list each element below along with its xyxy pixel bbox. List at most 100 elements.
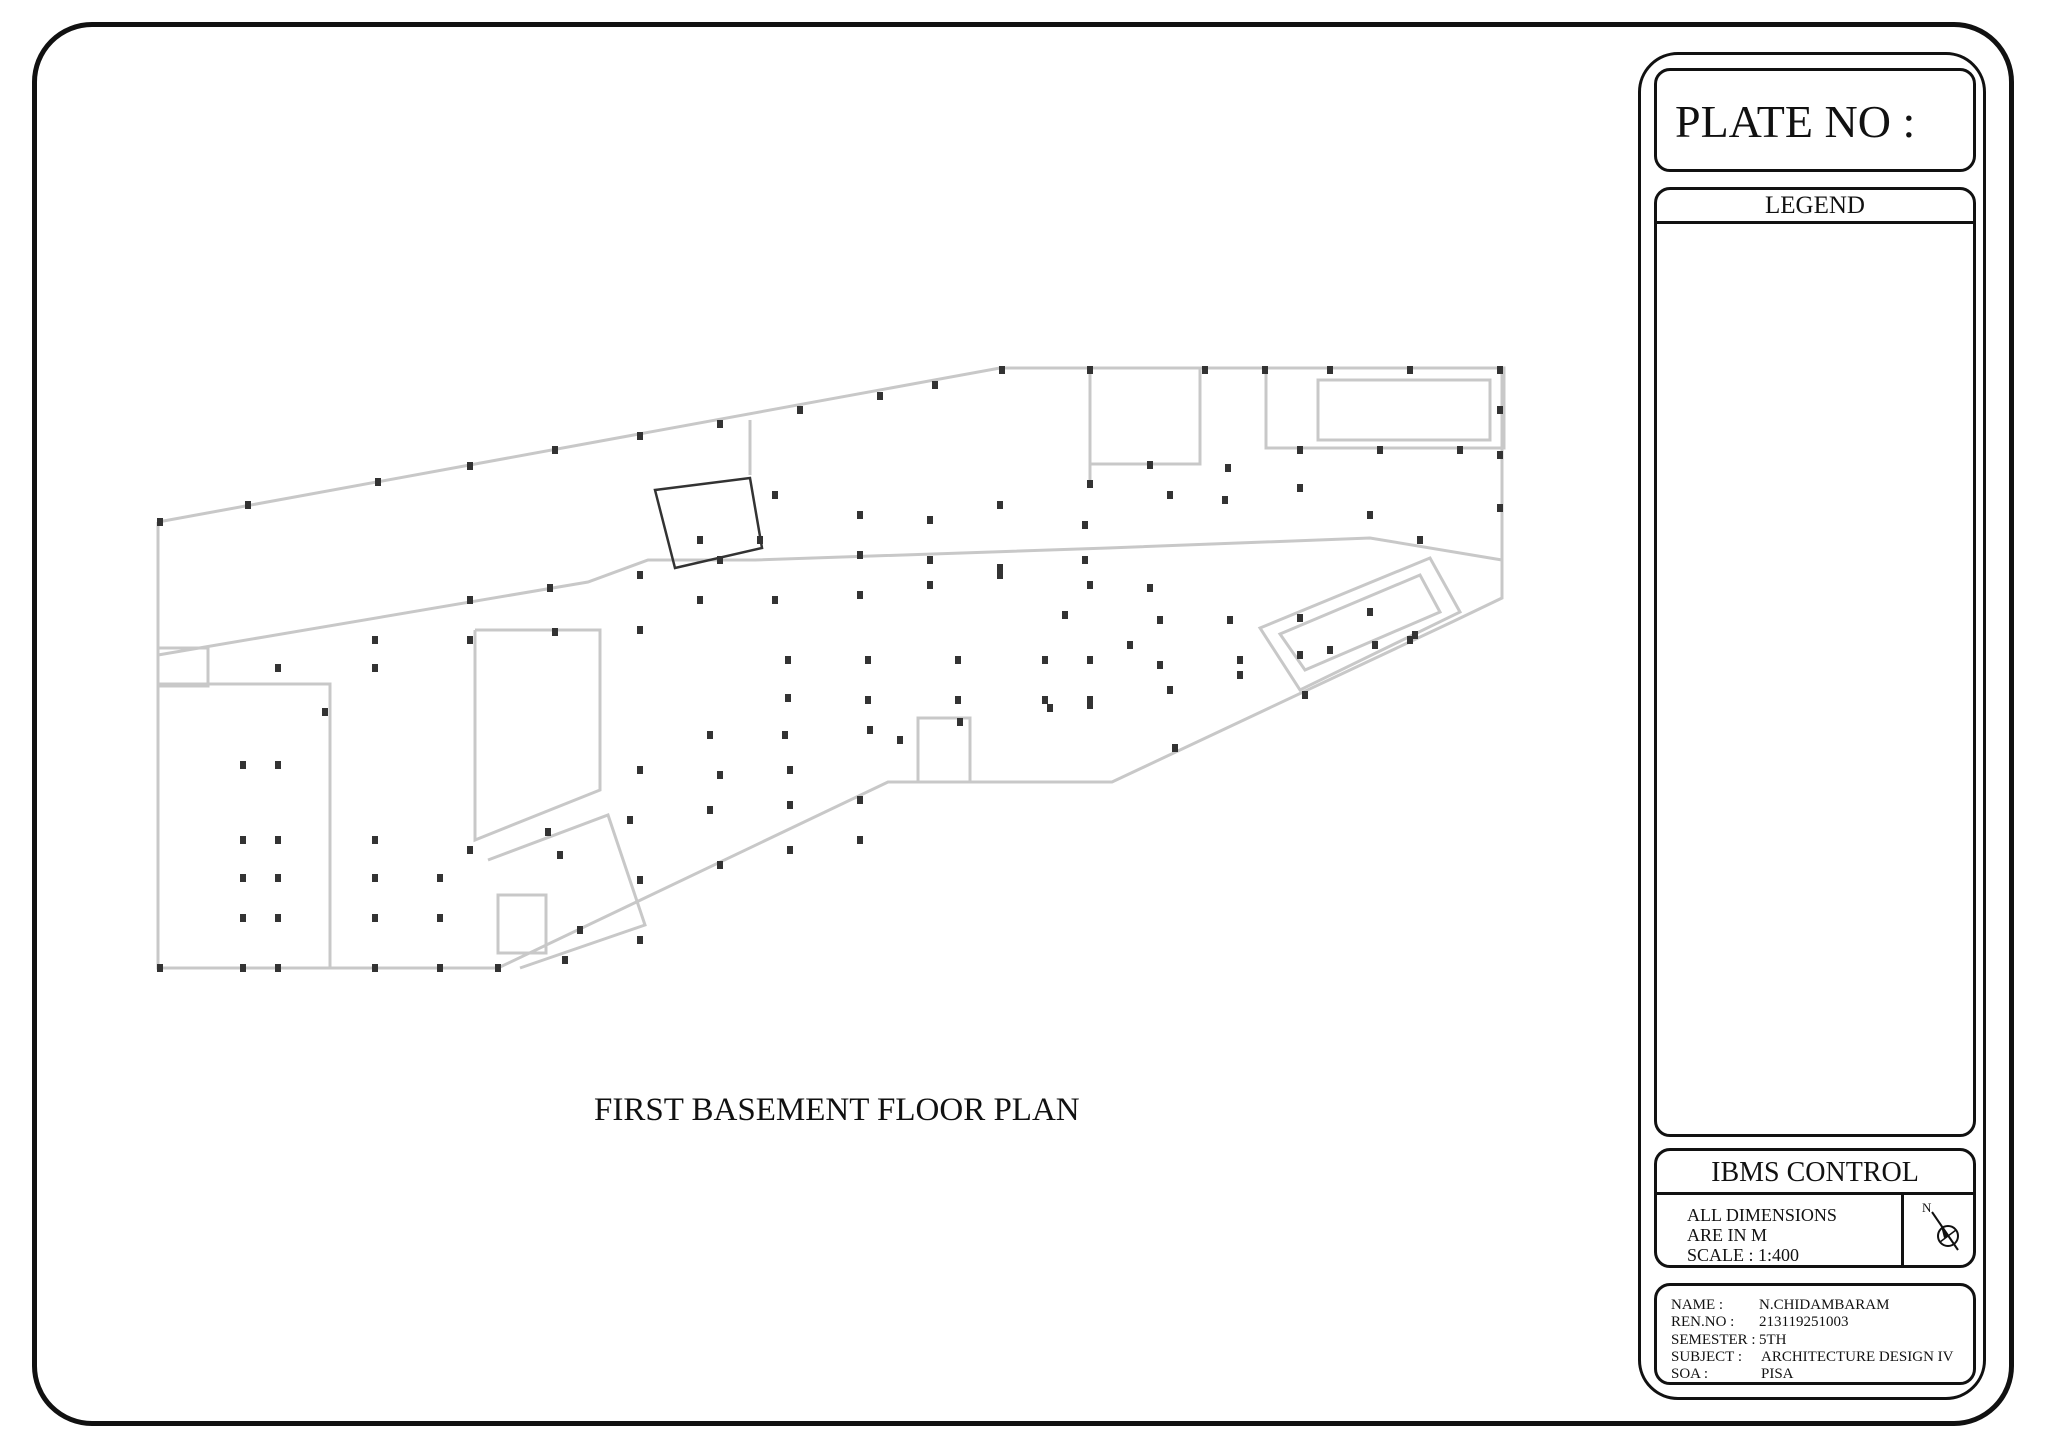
column-marker [1372, 641, 1378, 649]
outer-wall [156, 366, 1504, 970]
column-marker [437, 914, 443, 922]
column-marker [437, 964, 443, 972]
column-marker [240, 836, 246, 844]
north-arrow-cell: N [1901, 1192, 1973, 1268]
column-marker [1082, 556, 1088, 564]
column-marker [717, 771, 723, 779]
column-marker [1412, 631, 1418, 639]
student-info-box: NAME : N.CHIDAMBARAM REN.NO : 2131192510… [1654, 1283, 1976, 1385]
column-marker [857, 836, 863, 844]
name-value: N.CHIDAMBARAM [1759, 1297, 1890, 1313]
column-marker [757, 536, 763, 544]
column-marker [955, 696, 961, 704]
column-marker [1497, 406, 1503, 414]
column-marker [1297, 446, 1303, 454]
column-marker [240, 914, 246, 922]
column-marker [927, 556, 933, 564]
column-marker [857, 591, 863, 599]
column-marker [1297, 614, 1303, 622]
stair-east [1264, 366, 1506, 450]
ramp-east [1257, 556, 1463, 692]
column-marker [897, 736, 903, 744]
column-marker [1202, 366, 1208, 374]
column-marker [577, 926, 583, 934]
column-marker [1297, 484, 1303, 492]
plan-walls [156, 366, 1506, 970]
column-marker [707, 731, 713, 739]
column-marker [1167, 491, 1173, 499]
column-marker [372, 874, 378, 882]
column-marker [1087, 701, 1093, 709]
column-marker [1042, 656, 1048, 664]
column-marker [867, 726, 873, 734]
column-marker [787, 801, 793, 809]
column-marker [927, 581, 933, 589]
column-marker [717, 420, 723, 428]
ibms-heading: IBMS CONTROL [1657, 1151, 1973, 1195]
column-marker [437, 874, 443, 882]
column-marker [1367, 511, 1373, 519]
column-marker [999, 366, 1005, 374]
column-marker [545, 828, 551, 836]
column-marker [1047, 704, 1053, 712]
subject-label: SUBJECT : [1671, 1349, 1742, 1365]
column-marker [1227, 616, 1233, 624]
ramp-east-inner [1277, 573, 1443, 672]
column-marker [785, 694, 791, 702]
column-marker [1497, 366, 1503, 374]
column-marker [1167, 686, 1173, 694]
column-marker [322, 708, 328, 716]
column-marker [927, 516, 933, 524]
column-marker [157, 964, 163, 972]
column-marker [1302, 691, 1308, 699]
plate-number-box: PLATE NO : [1654, 68, 1976, 172]
column-marker [1497, 451, 1503, 459]
column-marker [1172, 744, 1178, 752]
column-marker [1407, 366, 1413, 374]
column-marker [240, 964, 246, 972]
column-marker [1377, 446, 1383, 454]
column-marker [1087, 696, 1093, 704]
stair-west [156, 646, 210, 688]
legend-box: LEGEND [1654, 187, 1976, 1137]
column-marker [772, 491, 778, 499]
north-arrow-icon [1931, 1211, 1959, 1251]
column-marker [717, 861, 723, 869]
column-marker [772, 596, 778, 604]
column-marker [275, 836, 281, 844]
ibms-control-box: IBMS CONTROL ALL DIMENSIONS ARE IN M SCA… [1654, 1148, 1976, 1268]
column-marker [1147, 461, 1153, 469]
column-marker [1222, 496, 1228, 504]
regno-value: 213119251003 [1759, 1314, 1849, 1330]
column-marker [1087, 581, 1093, 589]
dimensions-note: ALL DIMENSIONS ARE IN M SCALE : 1:400 [1687, 1205, 1837, 1265]
column-marker [372, 964, 378, 972]
column-marker [637, 766, 643, 774]
regno-label: REN.NO : [1671, 1314, 1735, 1330]
column-marker [547, 584, 553, 592]
column-marker [857, 511, 863, 519]
column-marker [637, 876, 643, 884]
semester-label: SEMESTER : [1671, 1332, 1756, 1348]
west-block-wall [158, 682, 332, 968]
column-marker [707, 806, 713, 814]
inner-void-wall [473, 628, 602, 843]
stair-north [1088, 366, 1202, 466]
column-marker [557, 851, 563, 859]
column-marker [372, 636, 378, 644]
column-marker [372, 914, 378, 922]
column-marker [1087, 480, 1093, 488]
column-marker [1062, 611, 1068, 619]
column-marker [955, 656, 961, 664]
core-room [653, 476, 764, 570]
column-marker [1407, 636, 1413, 644]
column-marker [552, 628, 558, 636]
column-marker [467, 846, 473, 854]
south-block-wall [487, 813, 647, 970]
column-marker [787, 766, 793, 774]
column-marker [240, 874, 246, 882]
column-marker [637, 432, 643, 440]
column-marker [697, 536, 703, 544]
column-marker [1157, 616, 1163, 624]
column-marker [637, 571, 643, 579]
